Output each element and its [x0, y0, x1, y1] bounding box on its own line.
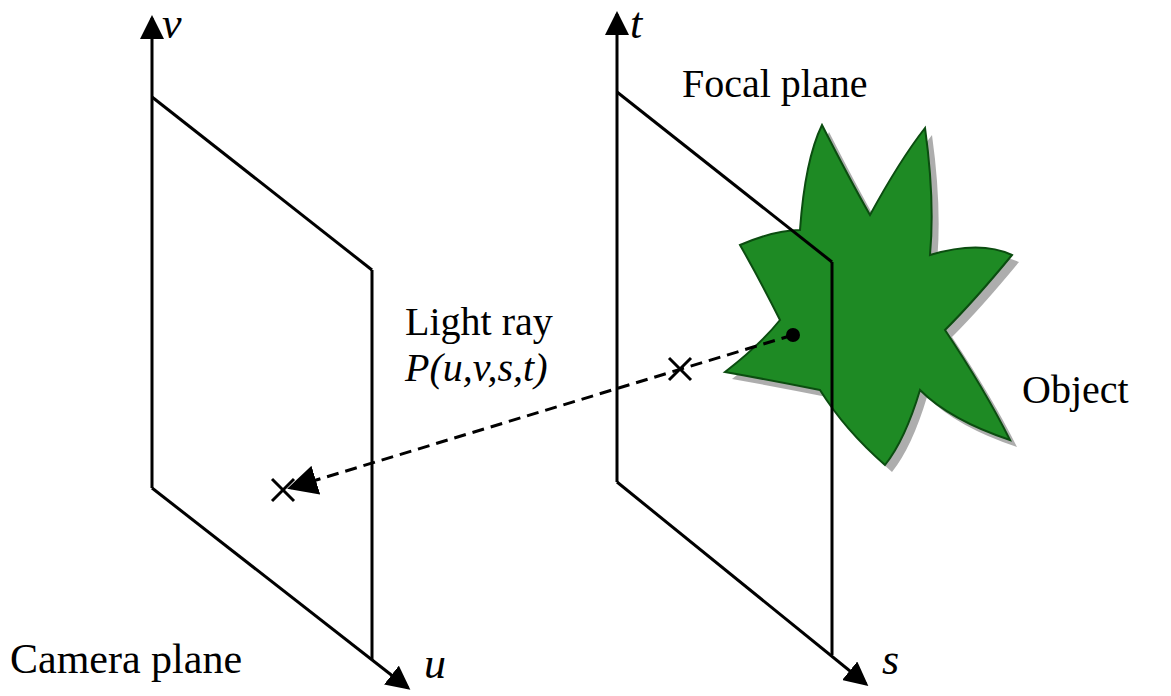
object-shape — [725, 125, 1012, 465]
ray-label: Light ray — [405, 300, 553, 344]
light-ray — [290, 335, 793, 488]
plane-label: Focal plane — [682, 62, 868, 106]
axis-label: u — [424, 640, 446, 688]
axis-label: t — [630, 0, 642, 48]
focal-plane — [617, 14, 866, 684]
object-point — [786, 328, 800, 342]
object-label: Object — [1022, 368, 1129, 412]
camera-plane — [152, 18, 408, 688]
ray-formula: P(u,v,s,t) — [405, 346, 548, 390]
plane-label: Camera plane — [10, 636, 242, 682]
axis-label: s — [882, 636, 899, 684]
axis-label: v — [162, 0, 182, 48]
